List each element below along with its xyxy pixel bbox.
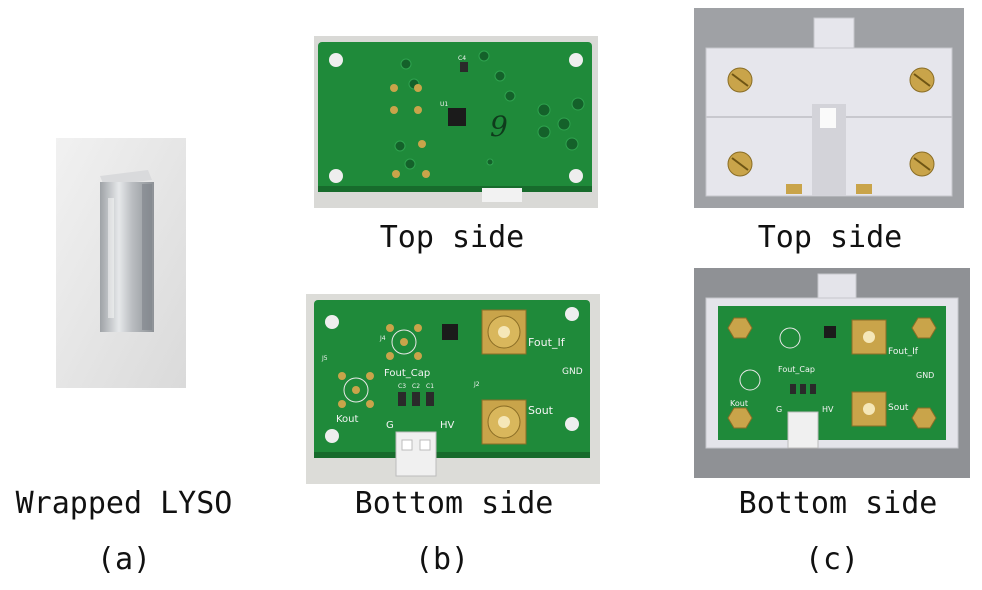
pcb-top-photo: U1 C4 9 xyxy=(314,36,598,208)
silk-hv: HV xyxy=(440,420,455,431)
silk-c-fout-cap: Fout_Cap xyxy=(778,365,815,374)
pcb-bottom-photo: Fout_If Fout_Cap Kout Sout GND G HV J5 J… xyxy=(306,294,600,484)
silk-c-kout: Kout xyxy=(730,399,748,408)
silk-c2: C2 xyxy=(412,383,420,390)
silk-j2: J2 xyxy=(473,381,480,388)
silk-gnd: GND xyxy=(562,367,583,377)
silk-g: G xyxy=(386,420,394,431)
holder-bottom-photo: Fout_If Fout_Cap Kout Sout GND G HV xyxy=(694,268,970,478)
panel-c-bottom-caption: Bottom side xyxy=(738,486,938,521)
panel-b-label: (b) xyxy=(414,542,470,577)
pcb-top-u1-label: U1 xyxy=(440,101,448,108)
silk-j5: J5 xyxy=(321,355,328,362)
panel-a-label: (a) xyxy=(96,542,152,577)
sma-connector-sout xyxy=(481,399,527,445)
pcb-top-handwritten-number: 9 xyxy=(490,110,508,143)
silk-c3: C3 xyxy=(398,383,406,390)
silk-c1: C1 xyxy=(426,383,434,390)
panel-a-caption: Wrapped LYSO xyxy=(15,486,233,521)
silk-c-sout: Sout xyxy=(888,403,909,413)
panel-b-top-caption: Top side xyxy=(379,220,525,255)
panel-b-bottom-caption: Bottom side xyxy=(354,486,554,521)
silk-kout: Kout xyxy=(336,414,359,425)
silk-c-hv: HV xyxy=(822,405,834,414)
silk-c-fout-if: Fout_If xyxy=(888,347,919,357)
panel-c-label: (c) xyxy=(804,542,860,577)
sma-connector-fout-if xyxy=(481,309,527,355)
silk-c-g: G xyxy=(776,405,782,414)
silk-c-gnd: GND xyxy=(916,371,934,380)
silk-j4: J4 xyxy=(379,335,386,342)
pcb-top-c4-label: C4 xyxy=(458,55,466,62)
silk-sout: Sout xyxy=(528,404,554,417)
lyso-photo xyxy=(56,138,186,388)
silk-fout-cap: Fout_Cap xyxy=(384,368,430,379)
silk-fout-if: Fout_If xyxy=(528,336,566,349)
panel-c-top-caption: Top side xyxy=(757,220,903,255)
holder-top-photo xyxy=(694,8,964,208)
